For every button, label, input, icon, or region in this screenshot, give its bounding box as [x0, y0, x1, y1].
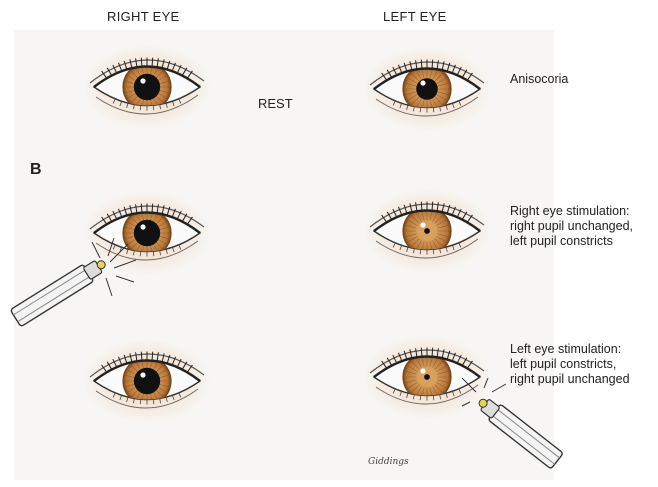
row3-description: Left eye stimulation: left pupil constri…	[510, 342, 630, 387]
row2-desc-line1: Right eye stimulation:	[510, 204, 630, 218]
row3-desc-line3: right pupil unchanged	[510, 372, 630, 386]
row2-left-eye	[363, 189, 491, 273]
panel-label-b: B	[30, 161, 42, 178]
row1-desc-line1: Anisocoria	[510, 72, 569, 86]
lower-fold	[375, 96, 479, 117]
row3-right-eye	[83, 339, 211, 423]
lower-fold	[375, 384, 479, 405]
penlight-right	[10, 237, 137, 327]
pupil	[416, 78, 438, 100]
highlight	[140, 78, 146, 84]
highlight	[420, 80, 426, 86]
pupil	[133, 219, 161, 247]
rest-label: REST	[258, 96, 293, 111]
highlight	[420, 222, 426, 228]
lower-fold	[95, 94, 199, 115]
light-rays	[461, 377, 507, 407]
row2-desc-line3: left pupil constricts	[510, 234, 613, 248]
lower-fold	[95, 388, 199, 409]
right-eye-header: RIGHT EYE	[107, 9, 180, 24]
row1-left-eye	[363, 47, 491, 131]
highlight	[140, 224, 146, 230]
row3-left-eye	[363, 335, 491, 419]
row3-desc-line1: Left eye stimulation:	[510, 342, 622, 356]
row2-description: Right eye stimulation: right pupil uncha…	[510, 204, 633, 249]
pupil	[424, 374, 430, 380]
lower-fold	[375, 238, 479, 259]
row1-right-eye	[83, 45, 211, 129]
lower-fold	[95, 240, 199, 261]
row2-right-eye	[83, 191, 211, 275]
row2-desc-line2: right pupil unchanged,	[510, 219, 634, 233]
row1-description: Anisocoria	[510, 72, 568, 87]
artist-signature: Giddings	[368, 457, 409, 467]
light-rays	[91, 237, 137, 297]
left-eye-header: LEFT EYE	[383, 9, 447, 24]
pupil	[424, 228, 430, 234]
penlight-left	[461, 377, 563, 469]
pupil	[133, 73, 161, 101]
highlight	[420, 368, 426, 374]
row3-desc-line2: left pupil constricts,	[510, 357, 617, 371]
highlight	[140, 372, 146, 378]
pupil	[133, 367, 161, 395]
